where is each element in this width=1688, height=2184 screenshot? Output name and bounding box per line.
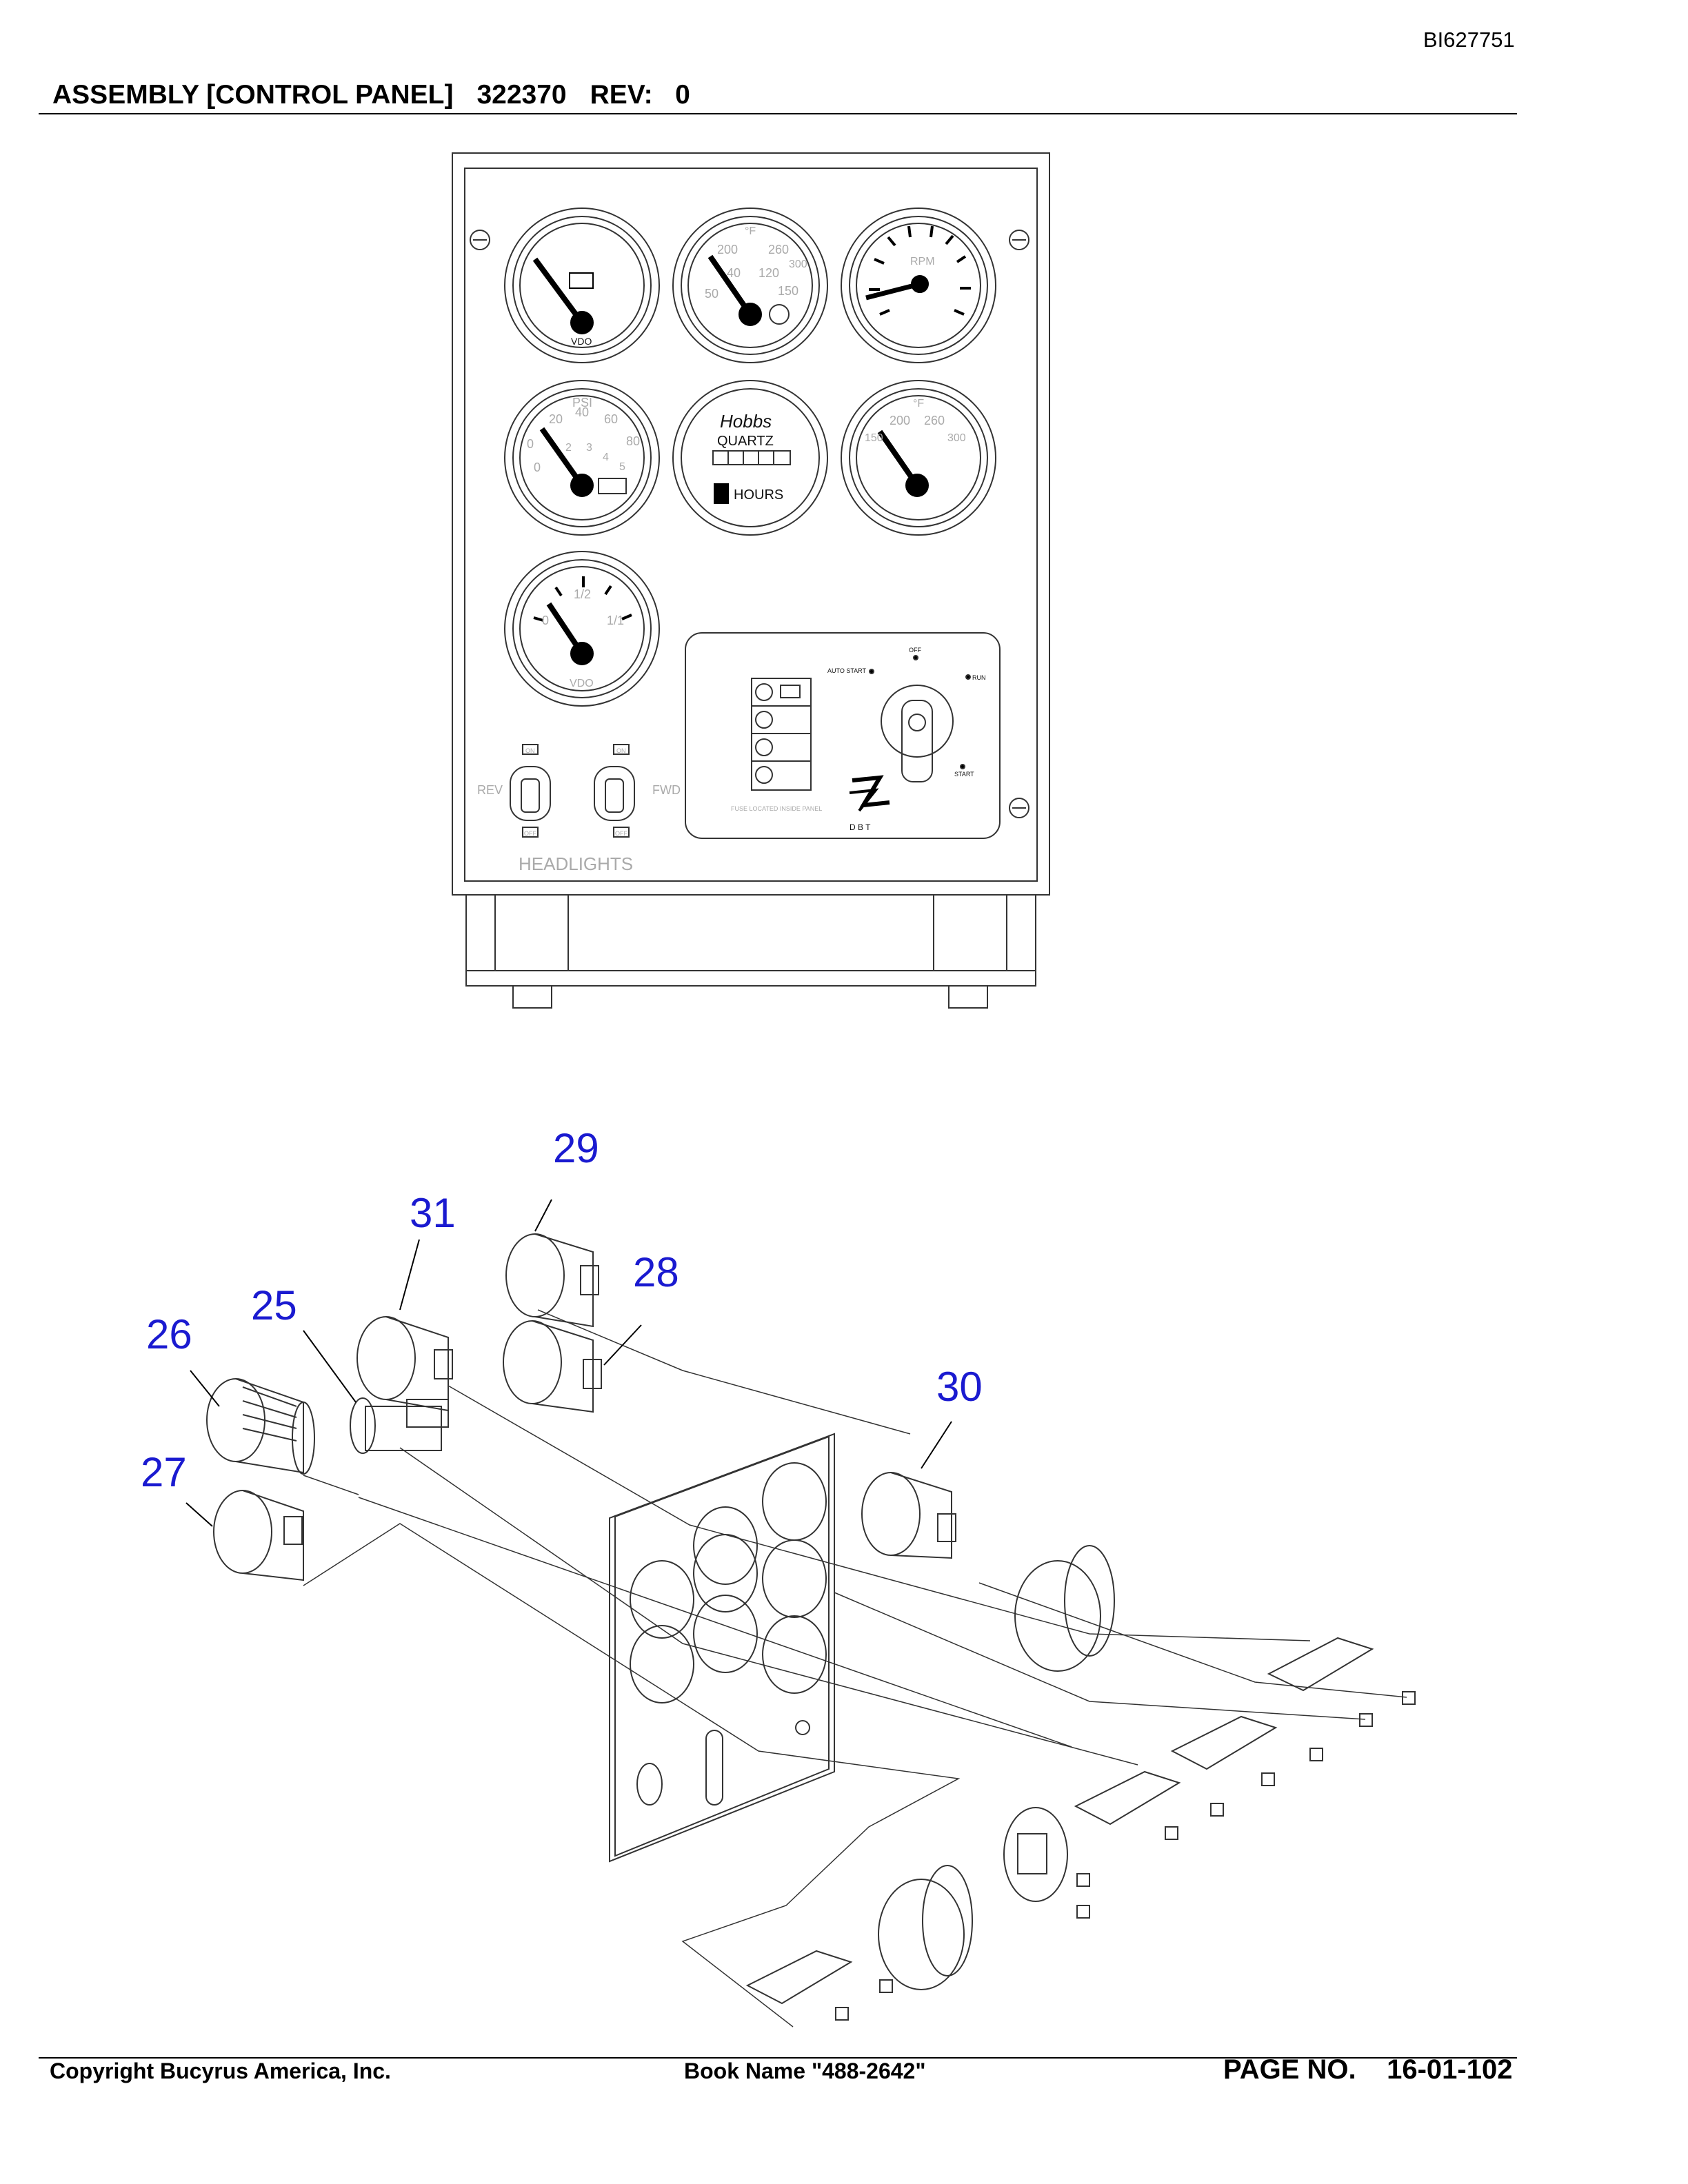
tachometer-gauge (841, 208, 996, 363)
gauge-30 (861, 1472, 956, 1559)
page-title: ASSEMBLY [CONTROL PANEL] 322370 REV: 0 (52, 80, 714, 110)
logo-letters: D B T (850, 822, 871, 832)
gauge-25 (350, 1397, 449, 1454)
temperature-tick: 200 (717, 243, 738, 256)
part-number: 322370 (476, 80, 567, 110)
gauge-31 (356, 1316, 453, 1412)
temperature-tick: 40 (727, 266, 741, 280)
switch-panel (685, 632, 1001, 839)
temperature-2-tick: 200 (890, 414, 910, 427)
oil-pressure-tick: 80 (626, 434, 640, 448)
callout-25: 25 (251, 1282, 297, 1328)
callout-31: 31 (410, 1190, 456, 1236)
switch-run-label: RUN (972, 674, 986, 681)
toggle-2-off-label: OFF (615, 830, 627, 837)
oil-pressure-tick: 60 (604, 412, 618, 426)
oil-pressure-tick: 3 (586, 442, 592, 454)
voltmeter-gauge (504, 208, 660, 363)
hour-meter-type: QUARTZ (717, 434, 774, 449)
toggle-rev-label: REV (477, 783, 503, 797)
temperature-tick: 120 (758, 266, 779, 280)
temperature-tick: 50 (705, 287, 719, 301)
headlights-label: HEADLIGHTS (519, 853, 633, 874)
temperature-tick: 260 (768, 243, 789, 256)
fuel-tick: 1/2 (574, 587, 591, 601)
temperature-tick: 150 (778, 284, 798, 298)
oil-pressure-tick: 5 (619, 461, 625, 473)
callout-27: 27 (141, 1449, 187, 1495)
toggle-2-on-label: ON (616, 747, 626, 754)
footer-rule (39, 2057, 1517, 2059)
book-name: Book Name "488-2642" (684, 2059, 926, 2083)
oil-pressure-tick: 2 (565, 442, 572, 454)
hour-meter-label: HOURS (734, 487, 783, 503)
fuel-gauge (504, 551, 660, 707)
toggle-1-off-label: OFF (524, 830, 536, 837)
callout-29: 29 (553, 1125, 599, 1171)
switch-off-label: OFF (909, 647, 921, 654)
callout-30: 30 (936, 1364, 983, 1410)
callout-26: 26 (146, 1311, 192, 1357)
temperature-2-tick: 260 (924, 414, 945, 427)
hour-meter-brand: Hobbs (720, 411, 772, 432)
hour-meter (672, 380, 828, 536)
fuse-note: FUSE LOCATED INSIDE PANEL (731, 805, 822, 812)
temperature-2-tick: 150 (865, 432, 883, 444)
fuel-gauge-brand: VDO (570, 678, 594, 689)
switch-auto-start-label: AUTO START (827, 667, 867, 674)
page-number: PAGE NO. 16-01-102 (1223, 2054, 1513, 2085)
oil-pressure-tick: 0 (527, 437, 534, 451)
assembly-name: ASSEMBLY [CONTROL PANEL] (52, 80, 454, 110)
temperature-tick: 300 (789, 259, 807, 270)
exploded-view (185, 1199, 1416, 2028)
front-view-labels: VDO °F 200 260 300 120 150 50 40 RPM PSI… (477, 225, 986, 874)
header-rule (39, 113, 1517, 114)
toggle-1-on-label: ON (525, 747, 535, 754)
toggle-fwd-label: FWD (652, 783, 681, 797)
oil-pressure-tick: 20 (549, 412, 563, 426)
oil-pressure-tick: 0 (534, 461, 541, 474)
tachometer-unit: RPM (910, 256, 935, 267)
control-panel-front-view (452, 152, 1050, 1009)
temperature-gauge (672, 208, 828, 363)
toggle-switches (510, 744, 635, 838)
temperature-unit: °F (745, 225, 756, 237)
gauge-27 (213, 1490, 304, 1581)
document-id: BI627751 (1423, 28, 1515, 52)
gauge-28 (503, 1320, 602, 1413)
oil-pressure-unit: PSI (572, 396, 592, 410)
fuel-tick: 0 (542, 614, 549, 627)
copyright-text: Copyright Bucyrus America, Inc. (50, 2059, 391, 2083)
gauge-26 (206, 1378, 315, 1475)
voltmeter-brand: VDO (571, 336, 592, 347)
oil-pressure-tick: 40 (575, 405, 589, 419)
gauge-29 (505, 1233, 599, 1328)
temperature-gauge-2 (841, 380, 996, 536)
temperature-2-tick: 300 (947, 432, 966, 444)
temperature-2-unit: °F (913, 398, 924, 410)
fuel-tick: 1/1 (607, 614, 624, 627)
oil-pressure-tick: 4 (603, 452, 609, 463)
revision: REV: 0 (590, 80, 690, 110)
oil-pressure-gauge (504, 380, 660, 536)
callout-28: 28 (633, 1249, 679, 1295)
callout-labels: 29 31 28 25 26 30 27 (141, 1125, 983, 1495)
switch-start-label: START (954, 771, 974, 778)
